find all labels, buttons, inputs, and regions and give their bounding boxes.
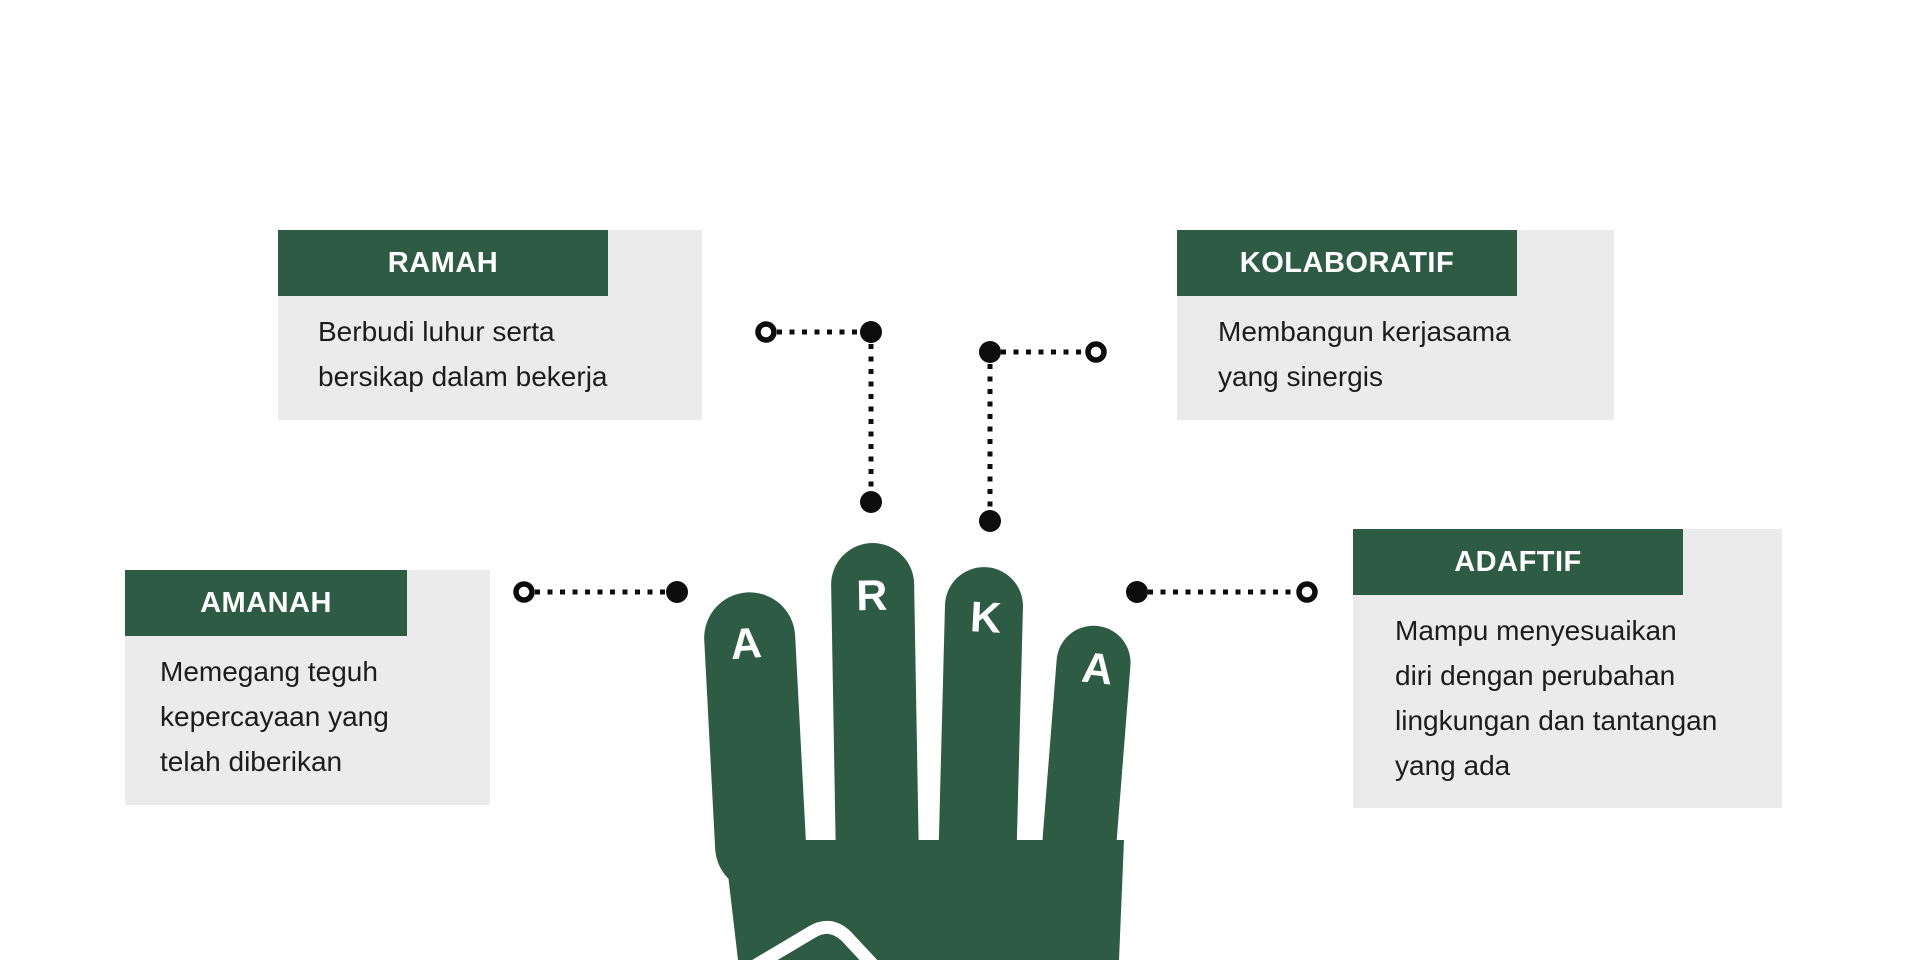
value-title-kolaboratif: KOLABORATIF [1177, 230, 1517, 296]
finger-shape [1041, 625, 1131, 893]
value-card-kolaboratif: KOLABORATIF Membangun kerjasama yang sin… [1177, 230, 1614, 420]
value-description-kolaboratif: Membangun kerjasama yang sinergis [1177, 296, 1614, 399]
connector-kolaboratif [979, 341, 1107, 532]
description-line: Membangun kerjasama [1218, 316, 1511, 347]
finger-letter: A [1080, 644, 1116, 695]
finger-letter: R [856, 572, 888, 621]
value-card-amanah: AMANAH Memegang teguh kepercayaan yang t… [125, 570, 490, 805]
finger-letter: K [969, 593, 1003, 643]
connector-filled-dot [979, 510, 1001, 532]
description-line: diri dengan perubahan [1395, 660, 1676, 691]
value-title-adaftif: ADAFTIF [1353, 529, 1683, 595]
finger-shape [704, 592, 807, 893]
thumb-crease-line [752, 920, 878, 960]
value-description-adaftif: Mampu menyesuaikan diri dengan perubahan… [1353, 595, 1782, 788]
connector-open-dot [1085, 341, 1107, 363]
value-card-adaftif: ADAFTIF Mampu menyesuaikan diri dengan p… [1353, 529, 1782, 808]
description-line: telah diberikan [160, 746, 343, 777]
value-description-ramah: Berbudi luhur serta bersikap dalam beker… [278, 296, 702, 399]
connector-open-dot [755, 321, 777, 343]
connector-filled-dot [979, 341, 1001, 363]
description-line: lingkungan dan tantangan [1395, 705, 1718, 736]
description-line: yang ada [1395, 750, 1511, 781]
description-line: Berbudi luhur serta [318, 316, 555, 347]
value-title-amanah: AMANAH [125, 570, 407, 636]
value-description-amanah: Memegang teguh kepercayaan yang telah di… [125, 636, 490, 784]
description-line: Mampu menyesuaikan [1395, 615, 1677, 646]
finger-shape [831, 543, 919, 893]
connector-filled-dot [666, 581, 688, 603]
connector-ramah [755, 321, 882, 513]
connector-open-dot [1296, 581, 1318, 603]
description-line: kepercayaan yang [160, 701, 389, 732]
connector-filled-dot [860, 321, 882, 343]
value-card-ramah: RAMAH Berbudi luhur serta bersikap dalam… [278, 230, 702, 420]
hand-illustration: A R K A [704, 543, 1131, 960]
value-title-ramah: RAMAH [278, 230, 608, 296]
connector-amanah [513, 581, 688, 603]
connector-adaftif [1126, 581, 1318, 603]
finger-letter: A [729, 619, 763, 669]
description-line: bersikap dalam bekerja [318, 361, 608, 392]
description-line: yang sinergis [1218, 361, 1383, 392]
connector-filled-dot [860, 491, 882, 513]
finger-shape [938, 567, 1023, 893]
description-line: Memegang teguh [160, 656, 378, 687]
connector-open-dot [513, 581, 535, 603]
